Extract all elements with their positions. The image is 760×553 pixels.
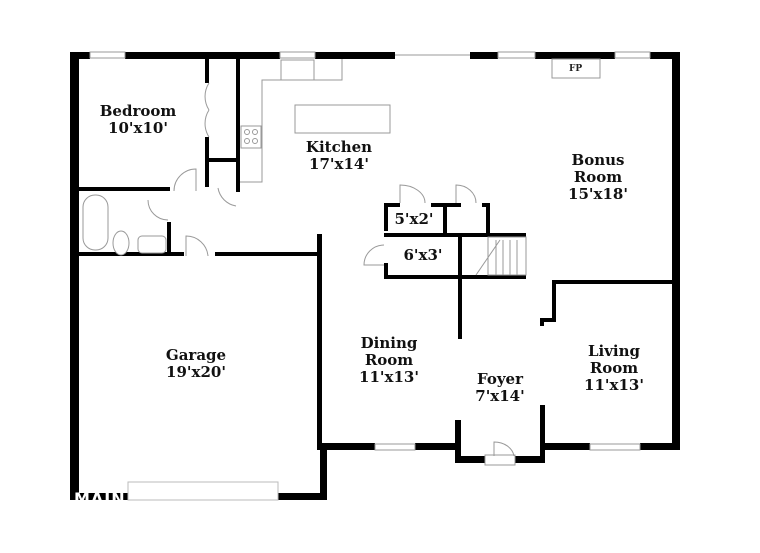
room-size: 10'x10': [108, 119, 168, 137]
room-size: 7'x14': [475, 387, 525, 405]
room-size: 15'x18': [568, 185, 628, 203]
room-size: 6'x3': [403, 246, 443, 264]
room-size: 11'x13': [584, 376, 644, 394]
fixtures: [82, 51, 651, 501]
stove: [240, 125, 262, 149]
window: [497, 51, 536, 59]
room-size: 5'x2': [394, 210, 434, 228]
window: [279, 51, 316, 59]
room-size: 17'x14': [309, 155, 369, 173]
room-name: Living: [587, 342, 641, 360]
garage-door: [127, 481, 279, 501]
room-name-line2: Room: [364, 351, 414, 369]
room-label-closet-6x3: 6'x3': [403, 247, 442, 264]
room-name: Foyer: [476, 370, 523, 388]
fireplace-label: FP: [569, 64, 583, 74]
window: [374, 443, 416, 451]
window: [614, 51, 651, 59]
room-name: Bonus: [571, 151, 625, 169]
room-name-line2: Room: [589, 359, 639, 377]
window: [589, 443, 641, 451]
room-label-closet-5x2: 5'x2': [394, 211, 433, 228]
room-name-line2: Room: [573, 168, 623, 186]
front-door: [484, 454, 516, 466]
sink: [137, 235, 167, 254]
room-name: Dining: [360, 334, 418, 352]
kitchen-sink: [280, 59, 315, 81]
watermark-logo: MAIN: [74, 489, 126, 508]
walls: [70, 52, 680, 500]
room-name: Garage: [165, 346, 227, 364]
bathtub: [82, 194, 109, 251]
room-size: 19'x20': [166, 363, 226, 381]
stairs: [487, 236, 527, 276]
window: [89, 51, 126, 59]
fireplace: [551, 58, 601, 79]
room-name: Bedroom: [99, 102, 177, 120]
room-size: 11'x13': [359, 368, 419, 386]
room-name: Kitchen: [305, 138, 373, 156]
kitchen-island: [294, 104, 391, 134]
toilet: [112, 230, 130, 256]
